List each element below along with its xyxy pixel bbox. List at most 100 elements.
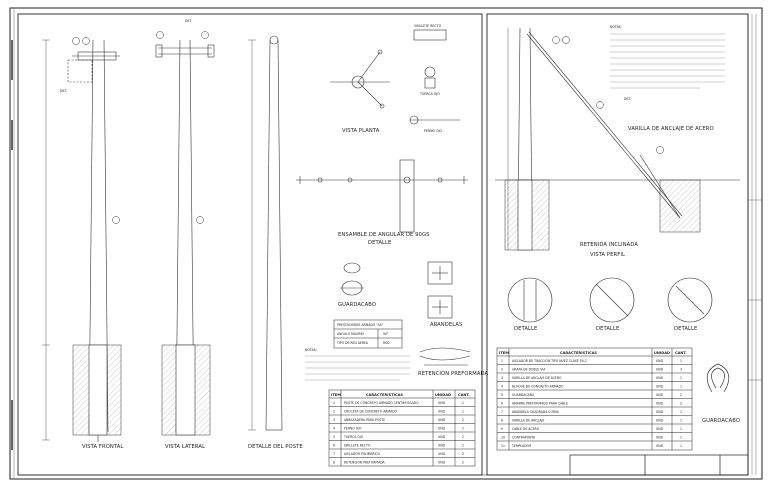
hardware-parts: [409, 29, 460, 125]
right-table-row-1-col-3: UND: [656, 359, 664, 363]
left-table-row-4-col-4: 2: [462, 427, 464, 431]
right-table-row-11-col-4: 1: [680, 444, 682, 448]
retenida-drawing: [495, 27, 740, 251]
post-detail-pole: [248, 35, 283, 431]
right-table-row-7-col-2: ARANDELA CUADRADA CURVA: [512, 410, 560, 414]
right-table-row-7-col-3: UND: [656, 410, 664, 414]
right-table-row-4-col-2: BLOQUE DE CONCRETO ARMADO: [512, 385, 564, 389]
right-table-rows: 1 AISLADOR DE TRACCION TIPO NUEZ CLASE 54…: [501, 359, 682, 448]
left-table-header-unit: UNIDAD: [435, 393, 451, 397]
prestaciones-row-2-value: RSD: [383, 341, 390, 345]
right-table-row-5-col-2: GUARDACABO: [512, 393, 535, 397]
right-table-row-11-col-2: TEMPLADOR: [511, 444, 532, 448]
right-table-header-qty: CANT.: [675, 351, 687, 355]
tuerca-label: TUERCA OJO: [419, 92, 440, 96]
arandelas-title: ARANDELAS: [430, 322, 462, 328]
right-table-row-3-col-1: 3: [501, 376, 503, 380]
right-table-header-unit: UNIDAD: [654, 351, 670, 355]
left-table-grid: [328, 389, 476, 467]
left-table-row-5-col-4: 2: [462, 435, 464, 439]
left-table-header-qty: CANT.: [458, 393, 470, 397]
right-table-row-9-col-1: 9: [501, 427, 503, 431]
prestaciones-row-1-value: 90°: [383, 332, 389, 336]
det-label-front: DET.: [60, 89, 67, 93]
perno-label: PERNO OJO: [424, 129, 443, 133]
guardacabo-left-title: GUARDACABO: [338, 302, 376, 308]
right-table-row-10-col-2: CONTRAPUNTA: [512, 436, 536, 440]
retencion-drawing: [419, 347, 471, 366]
right-table-row-9-col-2: CABLE DE ACERO: [512, 427, 540, 431]
left-table-row-4-col-2: PERNO OJO: [344, 427, 362, 431]
right-table-row-7-col-4: 1: [680, 410, 682, 414]
left-table-row-2-col-1: 2: [333, 410, 335, 414]
prestaciones-row-1-label: ANGULO MAXIMO: [337, 332, 365, 336]
left-table-row-4-col-3: UND: [438, 427, 446, 431]
right-table-row-8-col-2: VARILLA DE ANCLAJE: [512, 419, 544, 423]
right-table-row-6-col-3: UND: [656, 402, 664, 406]
left-table-row-5-col-1: 5: [333, 435, 335, 439]
front-view-title: VISTA FRONTAL: [82, 444, 123, 450]
left-table-row-3-col-1: 3: [333, 418, 335, 422]
lateral-view-title: VISTA LATERAL: [165, 444, 205, 450]
assembly-drawing: [296, 159, 468, 233]
right-table-row-11-col-1: 11: [501, 444, 505, 448]
varilla-title: VARILLA DE ANCLAJE DE ACERO: [628, 126, 714, 132]
left-table-row-1-col-2: POSTE DE CONCRETO ARMADO CENTRIFUGADO: [344, 401, 419, 405]
vista-perfil-title: VISTA PERFIL: [590, 252, 625, 258]
right-table-row-4-col-1: 4: [501, 385, 503, 389]
right-table-row-3-col-4: 1: [680, 376, 682, 380]
left-table-row-6-col-4: 2: [462, 444, 464, 448]
left-table-header-desc: CARACTERISTICAS: [366, 393, 403, 397]
left-table-header-item: ITEM: [331, 393, 341, 397]
right-table-row-8-col-3: UND: [656, 419, 664, 423]
right-table-row-9-col-4: 1: [680, 427, 682, 431]
left-table-row-4-col-1: 4: [333, 427, 335, 431]
right-table-row-5-col-4: 2: [680, 393, 682, 397]
right-table-row-8-col-4: 1: [680, 419, 682, 423]
right-table-row-8-col-1: 8: [501, 419, 503, 423]
det-label-right: DET.: [624, 97, 631, 101]
title-block: [569, 454, 749, 476]
right-table-row-3-col-3: UND: [656, 376, 664, 380]
left-table-row-8-col-3: UND: [438, 461, 446, 465]
right-table-row-1-col-4: 1: [680, 359, 682, 363]
left-table-row-3-col-4: 2: [462, 418, 464, 422]
right-table-row-10-col-3: UND: [656, 436, 664, 440]
detalle-right-1: DETALLE: [514, 326, 537, 332]
retencion-title: RETENCION PREFORMADA: [418, 371, 488, 377]
right-table-grid: [496, 347, 693, 451]
post-detail-title: DETALLE DEL POSTE: [248, 444, 303, 450]
guardacabo-left: [340, 262, 364, 296]
grillete-label: GRILLETE RECTO: [414, 24, 442, 28]
right-table-row-5-col-1: 5: [501, 393, 503, 397]
right-table-header-item: ITEM: [499, 351, 509, 355]
right-table-row-1-col-2: AISLADOR DE TRACCION TIPO NUEZ CLASE 54-…: [512, 359, 587, 363]
item-balloons: [72, 31, 664, 224]
right-table-row-3-col-2: VARILLA DE ANCLAJE DE ACERO: [512, 376, 562, 380]
left-notes-lines: [305, 355, 410, 381]
lateral-view-pole: [155, 39, 215, 436]
right-table-row-10-col-1: 10: [501, 436, 505, 440]
left-table-row-2-col-2: CRUCETA DE CONCRETO ARMADO: [344, 410, 398, 414]
detalle-right-3: DETALLE: [674, 326, 697, 332]
plan-view-title: VISTA PLANTA: [342, 128, 380, 134]
right-table-row-2-col-2: GRAPA DE DOBLE VIA: [512, 368, 546, 372]
right-table-row-11-col-3: UND: [656, 444, 664, 448]
prestaciones-table: [333, 319, 403, 349]
right-notes-lines: [610, 33, 725, 89]
right-table-row-6-col-2: AMARRE PREFORMADO PARA CABLE: [512, 402, 568, 406]
left-table-row-3-col-3: UND: [438, 418, 446, 422]
left-table-row-6-col-3: UND: [438, 444, 446, 448]
left-table-row-8-col-1: 8: [333, 461, 335, 465]
right-table-row-2-col-4: 3: [680, 368, 682, 372]
left-table-row-8-col-4: 2: [462, 461, 464, 465]
detalle-left-title: DETALLE: [368, 240, 391, 246]
left-table-row-5-col-3: UND: [438, 435, 446, 439]
plan-view: [330, 49, 390, 109]
det-label-lateral: DET.: [185, 19, 192, 23]
right-table-row-2-col-3: UND: [656, 368, 664, 372]
left-table-row-2-col-3: UND: [438, 410, 446, 414]
right-table-row-4-col-4: 1: [680, 385, 682, 389]
left-table-row-1-col-3: UND: [438, 401, 446, 405]
detalle-right-2: DETALLE: [596, 326, 619, 332]
